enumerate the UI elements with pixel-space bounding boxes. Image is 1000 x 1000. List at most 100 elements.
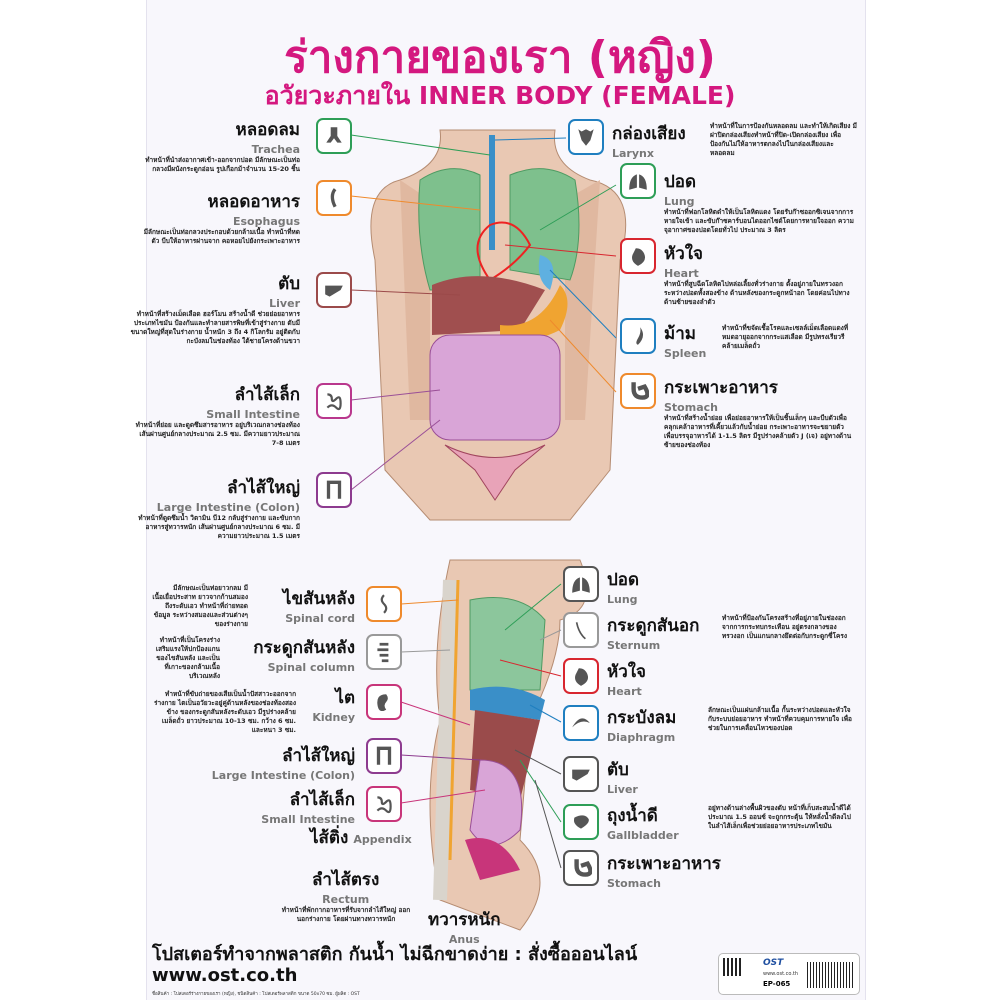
label-rectum: ลำไส้ตรง Rectum — [312, 866, 379, 906]
label-spinal-column: กระดูกสันหลัง Spinal column — [253, 634, 355, 674]
stomach-side-en: Stomach — [607, 877, 661, 890]
rectum-desc: ทำหน้าที่พักกากอาหารที่รับจากลำไส้ใหญ่ อ… — [281, 906, 411, 923]
rectum-th: ลำไส้ตรง — [312, 870, 380, 890]
spinal-column-th: กระดูกสันหลัง — [253, 638, 355, 658]
label-appendix: ไส้ติ่ง Appendix — [310, 824, 412, 851]
liver-side-icon — [563, 756, 599, 792]
diaphragm-th: กระบังลม — [607, 708, 677, 728]
label-trachea: หลอดลม Trachea ทำหน้าที่นำส่งอากาศเข้า-อ… — [140, 116, 300, 174]
stomach-side-th: กระเพาะอาหาร — [607, 854, 721, 874]
barcode-icon — [807, 962, 853, 988]
spleen-en: Spleen — [664, 347, 707, 360]
label-large-intestine-side: ลำไส้ใหญ่ Large Intestine (Colon) — [212, 742, 355, 782]
gallbladder-en: Gallbladder — [607, 829, 679, 842]
spinal-cord-desc: มีลักษณะเป็นท่อยาวกลม มีเนื้อเยื่อประสาท… — [152, 584, 248, 628]
liver-drawing — [432, 276, 545, 335]
label-liver: ตับ Liver ทำหน้าที่สร้างเม็ดเลือด ฮอร์โม… — [130, 270, 300, 346]
trachea-en: Trachea — [251, 143, 300, 156]
diaphragm-en: Diaphragm — [607, 731, 676, 744]
label-larynx: กล่องเสียง Larynx — [612, 120, 686, 160]
lung-desc: ทำหน้าที่ฟอกโลหิตดำให้เป็นโลหิตแดง โดยรั… — [664, 208, 854, 234]
heart-th: หัวใจ — [664, 244, 704, 264]
large-intestine-th: ลำไส้ใหญ่ — [227, 478, 300, 498]
label-spinal-cord: ไขสันหลัง Spinal cord — [283, 585, 355, 625]
label-large-intestine: ลำไส้ใหญ่ Large Intestine (Colon) ทำหน้า… — [130, 474, 300, 541]
larynx-th: กล่องเสียง — [612, 124, 686, 144]
lung-th: ปอด — [664, 172, 697, 192]
spleen-icon — [620, 318, 656, 354]
larynx-icon — [568, 119, 604, 155]
liver-en: Liver — [269, 297, 300, 310]
trachea-th: หลอดลม — [235, 120, 301, 140]
sternum-desc: ทำหน้าที่ป้องกันโครงสร้างที่อยู่ภายในช่อ… — [722, 614, 848, 640]
heart-side-th: หัวใจ — [607, 662, 647, 682]
label-lung: ปอด Lung ทำหน้าที่ฟอกโลหิตดำให้เป็นโลหิต… — [664, 168, 854, 235]
trachea-icon — [316, 118, 352, 154]
large-intestine-side-en: Large Intestine (Colon) — [211, 769, 355, 782]
kidney-icon — [366, 684, 402, 720]
appendix-th: ไส้ติ่ง — [310, 828, 349, 848]
small-intestine-desc: ทำหน้าที่ย่อย และดูดซึมสารอาหาร อยู่บริเ… — [135, 421, 300, 447]
stomach-drawing — [500, 285, 568, 342]
anus-en: Anus — [448, 933, 480, 946]
small-intestine-side-en: Small Intestine — [261, 813, 355, 826]
spine-drawing — [433, 579, 457, 901]
stomach-icon — [620, 373, 656, 409]
sternum-icon — [563, 612, 599, 648]
diaphragm-desc: ลักษณะเป็นแผ่นกล้ามเนื้อ กั้นระหว่างปอดแ… — [708, 706, 852, 732]
appendix-en: Appendix — [353, 833, 412, 846]
lung-side-icon — [563, 566, 599, 602]
heart-side-icon — [563, 658, 599, 694]
stomach-en: Stomach — [664, 401, 718, 414]
lung-side-th: ปอด — [607, 570, 640, 590]
poster-title: ร่างกายของเรา (หญิง) — [284, 32, 716, 83]
lung-side-en: Lung — [607, 593, 638, 606]
lung-right-drawing — [509, 168, 580, 281]
side-uterus-drawing — [465, 838, 520, 880]
label-heart-side: หัวใจ Heart — [607, 658, 646, 698]
qr-code-icon — [723, 958, 741, 976]
heart-drawing — [476, 221, 532, 282]
label-small-intestine-side: ลำไส้เล็ก Small Intestine — [261, 786, 355, 826]
label-lung-side: ปอด Lung — [607, 566, 639, 606]
intestine-drawing — [429, 334, 561, 441]
small-intestine-th: ลำไส้เล็ก — [234, 385, 300, 405]
kidney-en: Kidney — [312, 711, 355, 724]
anus-th: ทวารหนัก — [428, 910, 501, 930]
rectum-en: Rectum — [322, 893, 370, 906]
label-esophagus: หลอดอาหาร Esophagus มีลักษณะเป็นท่อกลวงป… — [140, 188, 300, 246]
footer-fine-print: ชื่อสินค้า : โปสเตอร์ร่างกายของเรา (หญิง… — [152, 992, 360, 997]
larynx-desc: ทำหน้าที่ในการป้องกันหลอดลม และทำให้เกิด… — [710, 122, 857, 157]
footer-text: โปสเตอร์ทำจากพลาสติก กันน้ำ ไม่ฉีกขาดง่า… — [152, 944, 638, 986]
label-kidney: ไต Kidney — [312, 684, 355, 724]
stomach-th: กระเพาะอาหาร — [664, 378, 778, 398]
spinal-cord-en: Spinal cord — [285, 612, 355, 625]
label-stomach-side: กระเพาะอาหาร Stomach — [607, 850, 721, 890]
uterus-drawing — [444, 444, 546, 501]
liver-desc: ทำหน้าที่สร้างเม็ดเลือด ฮอร์โมน สร้างน้ำ… — [130, 310, 300, 345]
large-intestine-en: Large Intestine (Colon) — [156, 501, 300, 514]
label-spleen: ม้าม Spleen — [664, 320, 706, 360]
ost-logo: OST — [763, 958, 784, 968]
large-intestine-side-icon — [366, 738, 402, 774]
heart-side-en: Heart — [607, 685, 642, 698]
label-gallbladder: ถุงน้ำดีGallbladder — [607, 802, 679, 842]
sternum-en: Sternum — [607, 639, 661, 652]
label-stomach: กระเพาะอาหาร Stomach ทำหน้าที่สร้างน้ำย่… — [664, 374, 854, 450]
publisher-badge: OST www.ost.co.th EP-065 — [718, 953, 860, 995]
heart-desc: ทำหน้าที่สูบฉีดโลหิตไปหล่อเลี้ยงทั่วร่าง… — [664, 280, 850, 306]
label-anus: ทวารหนัก Anus — [428, 906, 501, 946]
product-code: EP-065 — [763, 980, 791, 988]
large-intestine-icon — [316, 472, 352, 508]
badge-site: www.ost.co.th — [763, 971, 799, 977]
small-intestine-side-th: ลำไส้เล็ก — [289, 790, 355, 810]
spleen-th: ม้าม — [664, 324, 696, 344]
large-intestine-desc: ทำหน้าที่ดูดซึมน้ำ วิตามิน บี12 กลับสู่ร… — [138, 514, 300, 540]
esophagus-th: หลอดอาหาร — [207, 192, 300, 212]
spinal-cord-th: ไขสันหลัง — [282, 589, 355, 609]
heart-en: Heart — [664, 267, 699, 280]
label-small-intestine: ลำไส้เล็ก Small Intestine ทำหน้าที่ย่อย … — [130, 381, 300, 448]
